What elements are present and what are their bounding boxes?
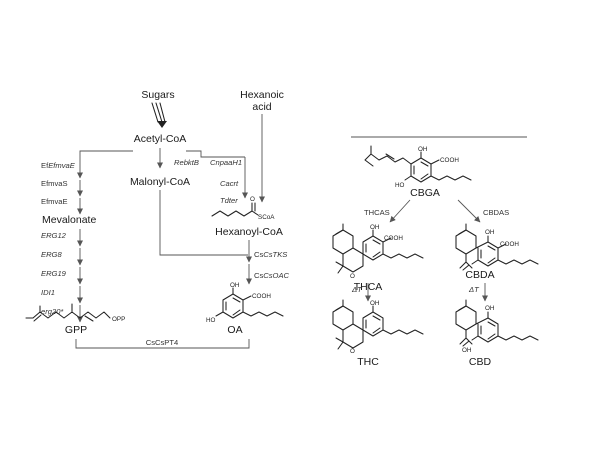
enzyme-erg12: ERG12 <box>41 231 67 240</box>
enzyme-cspt4: CsCsPT4 <box>146 338 179 347</box>
enzyme-erg19: ERG19 <box>41 269 67 278</box>
cbda-label: CBDA <box>465 269 494 281</box>
oa-label: OA <box>227 324 242 336</box>
svg-text:HO: HO <box>206 317 216 324</box>
svg-text:O: O <box>250 196 255 203</box>
gpp-structure: OPP <box>25 303 125 323</box>
mevalonate-label: Mevalonate <box>42 214 96 226</box>
oa-structure: OH COOH HO <box>206 282 284 324</box>
enzyme-csoac: CsCsOAC <box>254 271 290 280</box>
enzyme-cstks: CsCsTKS <box>254 250 287 259</box>
hexanoic-acid-label-line2: acid <box>252 101 271 113</box>
cbd-label: CBD <box>469 356 492 368</box>
svg-text:OH: OH <box>485 305 495 312</box>
malonyl-coa-label: Malonyl-CoA <box>130 176 190 188</box>
thca-structure: O OH COOH <box>332 223 424 280</box>
arrow-malonyl-to-tks <box>159 190 248 256</box>
hexanoyl-coa-structure: O SCoA <box>211 196 275 221</box>
svg-text:OH: OH <box>370 224 380 231</box>
enzyme-tdter: Tdter <box>220 196 238 205</box>
arrow-acetylcoa-to-mevalonate-branch <box>79 150 133 158</box>
enzyme-cnpaah1: CnpaaH1 <box>210 158 242 167</box>
arrow-cbga-to-cbda <box>457 199 481 223</box>
enzyme-erg20: erg20* <box>41 307 64 316</box>
enzyme-cacrt: Cacrt <box>220 179 239 188</box>
enzyme-erg8: ERG8 <box>41 250 62 259</box>
svg-text:COOH: COOH <box>440 157 459 164</box>
enzyme-efmvae-2: EfmvaE <box>41 197 68 206</box>
sugars-label: Sugars <box>141 89 174 101</box>
sugars-triple-arrow <box>151 102 167 128</box>
svg-text:OH: OH <box>485 229 495 236</box>
enzyme-efmvae-1: EfEfmvaE <box>41 161 76 170</box>
svg-text:OH: OH <box>230 282 240 289</box>
arrow-acetylcoa-to-hexanoylcoa-branch <box>186 150 245 158</box>
cspt4-bracket <box>75 339 250 349</box>
svg-text:SCoA: SCoA <box>258 214 275 221</box>
svg-text:OPP: OPP <box>112 316 125 323</box>
svg-text:OH: OH <box>370 300 380 307</box>
acetyl-coa-label: Acetyl-CoA <box>134 133 187 145</box>
delta-t-label-1: ΔT <box>351 285 363 294</box>
cbga-label: CBGA <box>410 187 440 199</box>
svg-text:OH: OH <box>418 146 428 153</box>
thc-label: THC <box>357 356 379 368</box>
arrow-cbga-to-thca <box>389 199 411 223</box>
enzyme-cbdas: CBDAS <box>483 208 509 217</box>
svg-text:COOH: COOH <box>384 235 403 242</box>
hexanoic-acid-label-line1: Hexanoic <box>240 89 284 101</box>
svg-text:COOH: COOH <box>500 241 519 248</box>
enzyme-idi1: IDI1 <box>41 288 55 297</box>
enzyme-efmvas: EfmvaS <box>41 179 68 188</box>
delta-t-label-2: ΔT <box>468 285 480 294</box>
svg-text:HO: HO <box>395 182 405 189</box>
gpp-label: GPP <box>65 324 87 336</box>
enzyme-rebktb: RebktB <box>174 158 199 167</box>
svg-text:O: O <box>350 273 355 280</box>
svg-text:O: O <box>350 348 355 355</box>
svg-text:OH: OH <box>462 347 472 354</box>
enzyme-thcas: THCAS <box>364 208 390 217</box>
cbd-structure: OH OH <box>455 299 539 354</box>
hexanoyl-coa-label: Hexanoyl-CoA <box>215 226 283 238</box>
cbga-structure: OH COOH HO <box>364 145 472 189</box>
thc-structure: O OH <box>332 299 424 355</box>
svg-text:COOH: COOH <box>252 293 271 300</box>
cbda-structure: OH COOH <box>455 223 539 271</box>
